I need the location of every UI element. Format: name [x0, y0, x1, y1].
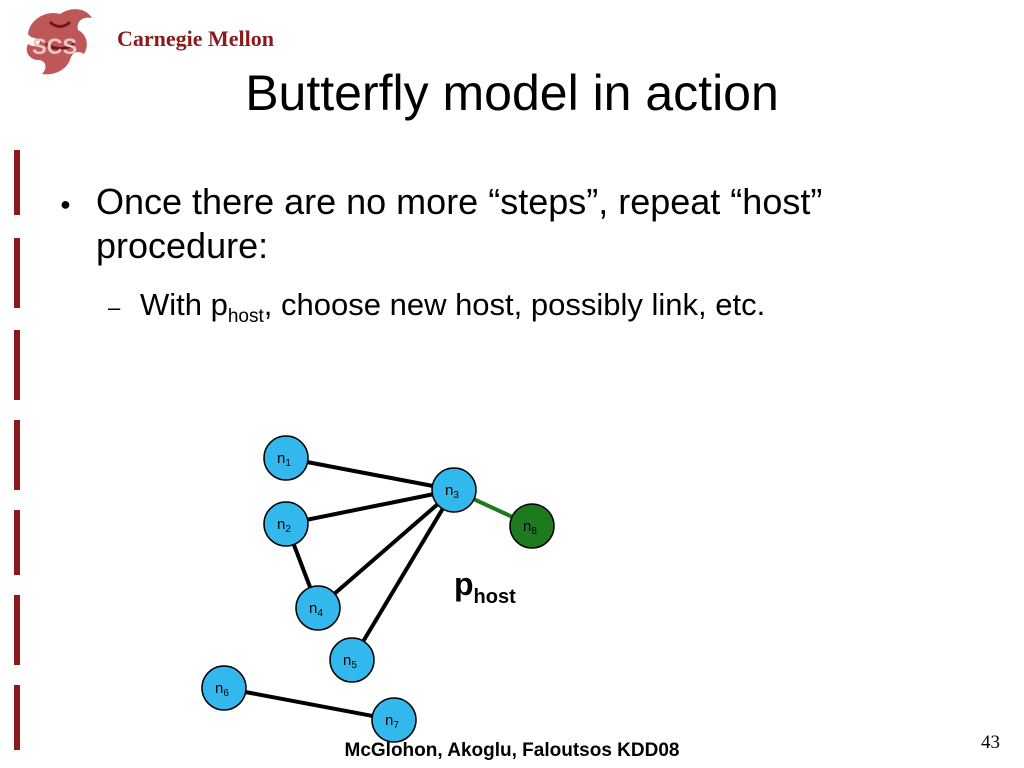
- node-circle: [263, 501, 309, 547]
- side-bar: [14, 150, 20, 215]
- bullet-text: Once there are no more “steps”, repeat “…: [96, 181, 823, 266]
- edge-n5-n3: [350, 488, 456, 662]
- node-label: n3: [445, 482, 459, 501]
- side-bar: [14, 595, 20, 665]
- logo-text: Carnegie Mellon: [117, 26, 275, 51]
- p-host-subscript: host: [473, 586, 516, 608]
- side-bar: [14, 238, 20, 308]
- sub-bullet-item: –With phost, choose new host, possibly l…: [108, 285, 765, 337]
- p-host-main: p: [454, 566, 474, 602]
- node-circle: [431, 467, 477, 513]
- side-bar: [14, 685, 20, 750]
- node-n4: n4: [295, 585, 341, 631]
- side-decoration: [14, 150, 26, 750]
- node-circle: [201, 665, 247, 711]
- node-label: n1: [277, 450, 291, 469]
- griffin-logo-icon: SCS: [26, 9, 92, 75]
- side-bar: [14, 420, 20, 490]
- node-n1: n1: [263, 435, 309, 481]
- sub-bullet-subscript: host: [227, 306, 264, 327]
- edge-n4-n3: [316, 488, 456, 610]
- cmu-logo: SCS Carnegie Mellon: [20, 4, 274, 80]
- node-n3: n3: [431, 467, 477, 513]
- dash-icon: –: [108, 295, 121, 320]
- node-n8: n8: [509, 503, 555, 549]
- side-bar: [14, 510, 20, 575]
- edge-n1-n3: [285, 456, 455, 492]
- sub-bullet-text-after: , choose new host, possibly link, etc.: [263, 287, 766, 322]
- node-circle: [295, 585, 341, 631]
- node-circle: [371, 697, 417, 743]
- node-label: n6: [215, 680, 229, 699]
- node-circle: [509, 503, 555, 549]
- p-host-label: phost: [454, 566, 516, 609]
- node-n5: n5: [329, 637, 375, 683]
- node-label: n2: [277, 516, 291, 535]
- node-n2: n2: [263, 501, 309, 547]
- node-n7: n7: [371, 697, 417, 743]
- node-label: n4: [309, 600, 323, 619]
- side-bar: [14, 330, 20, 400]
- bullet-dot-icon: ●: [60, 194, 71, 214]
- sub-bullet-text-before: With p: [140, 287, 228, 322]
- node-label: n5: [343, 652, 357, 671]
- edge-n2-n3: [285, 488, 455, 526]
- author-credit: McGlohon, Akoglu, Faloutsos KDD08: [344, 740, 680, 761]
- node-label: n8: [523, 518, 537, 537]
- slide-title: Butterfly model in action: [245, 65, 779, 121]
- node-n6: n6: [201, 665, 247, 711]
- page-number: 43: [981, 732, 1000, 753]
- svg-text:SCS: SCS: [32, 34, 77, 59]
- edge-n6-n7: [223, 686, 395, 722]
- node-circle: [329, 637, 375, 683]
- node-circle: [263, 435, 309, 481]
- node-label: n7: [385, 712, 399, 731]
